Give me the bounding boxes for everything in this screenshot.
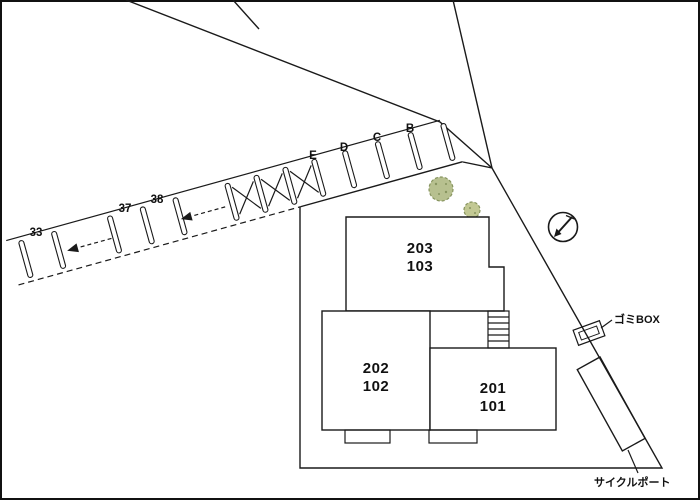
tree-texture-dot xyxy=(438,193,440,195)
parking-stall-letter: C xyxy=(373,132,381,144)
tree-texture-dot xyxy=(469,207,471,209)
building-201-101-outline xyxy=(429,347,557,431)
closed-stall-x-mark xyxy=(260,173,291,207)
direction-arrow xyxy=(78,237,112,249)
garbage-box-outer xyxy=(572,319,606,347)
entrance-porch xyxy=(428,429,478,444)
parking-row-boundary-edge xyxy=(300,161,463,208)
tree-canopy xyxy=(428,176,454,202)
leader-line xyxy=(600,319,613,329)
unit-label-upper: 201 xyxy=(480,380,507,397)
stairs-icon xyxy=(487,310,510,349)
parking-stall-divider xyxy=(440,123,456,161)
parking-stall-number: 33 xyxy=(30,227,43,239)
tree-texture-dot xyxy=(445,183,447,185)
tree-icon xyxy=(463,201,481,219)
closed-stall-x-mark xyxy=(289,165,320,199)
tree-texture-dot xyxy=(434,182,438,186)
parking-stall-divider xyxy=(282,166,298,205)
parking-stall-number: 37 xyxy=(119,203,132,215)
unit-label-lower: 103 xyxy=(407,258,434,275)
parking-stall-divider xyxy=(224,182,240,221)
parking-row-dashed-edge xyxy=(18,206,302,286)
road-boundary-line xyxy=(125,0,493,169)
north-arrow-bar xyxy=(565,214,575,220)
parking-stall-divider xyxy=(253,174,269,213)
north-arrow-shaft xyxy=(557,216,573,233)
tree-texture-dot xyxy=(474,212,476,214)
cycle-port-label: サイクルポート xyxy=(594,475,670,489)
direction-arrow xyxy=(192,206,226,217)
parking-stall-divider xyxy=(18,240,34,278)
north-arrow-head xyxy=(554,228,562,237)
leader-line xyxy=(627,449,639,474)
closed-stall-x-mark xyxy=(231,181,262,215)
garbage-box-icon xyxy=(572,319,606,347)
parking-stall-divider xyxy=(374,141,390,180)
cycle-port-outline xyxy=(576,356,647,452)
road-boundary-line-right xyxy=(452,0,493,169)
tree-canopy xyxy=(463,201,481,219)
closed-stall-x-marks xyxy=(231,165,320,215)
tree-icon xyxy=(428,176,454,202)
entrance-porch xyxy=(344,429,391,444)
parking-stall-divider xyxy=(107,215,122,254)
building-202-102-outline xyxy=(321,310,431,431)
unit-label-upper: 203 xyxy=(407,240,434,257)
boundary-stub-line xyxy=(232,0,260,30)
cycle-port-icon xyxy=(576,356,647,452)
north-arrow-icon xyxy=(547,211,579,243)
direction-arrow-head xyxy=(67,243,79,253)
stairs-steps xyxy=(488,316,509,342)
parking-stall-divider xyxy=(311,158,327,197)
parking-stall-divider xyxy=(342,150,358,189)
parking-stall-divider xyxy=(51,230,67,269)
parking-area xyxy=(6,119,463,286)
direction-arrows xyxy=(67,206,226,253)
direction-arrow-head xyxy=(180,211,193,221)
garbage-box-label: ゴミBOX xyxy=(614,312,660,326)
parking-stall-divider xyxy=(139,206,155,245)
unit-label-lower: 101 xyxy=(480,398,507,415)
parking-stall-letter: D xyxy=(340,142,348,154)
unit-label-upper: 202 xyxy=(363,360,390,377)
unit-label-lower: 102 xyxy=(363,378,390,395)
parking-stall-letter: B xyxy=(406,123,414,135)
parking-stall-number: 38 xyxy=(151,194,164,206)
parking-row-top-edge xyxy=(6,119,441,242)
parking-stall-divider xyxy=(407,132,423,171)
parking-stall-letter: E xyxy=(309,150,317,162)
tree-texture-dot xyxy=(444,190,448,194)
site-boundary xyxy=(299,161,664,469)
garbage-box-inner xyxy=(578,325,600,341)
parking-stall-divider xyxy=(172,197,188,236)
